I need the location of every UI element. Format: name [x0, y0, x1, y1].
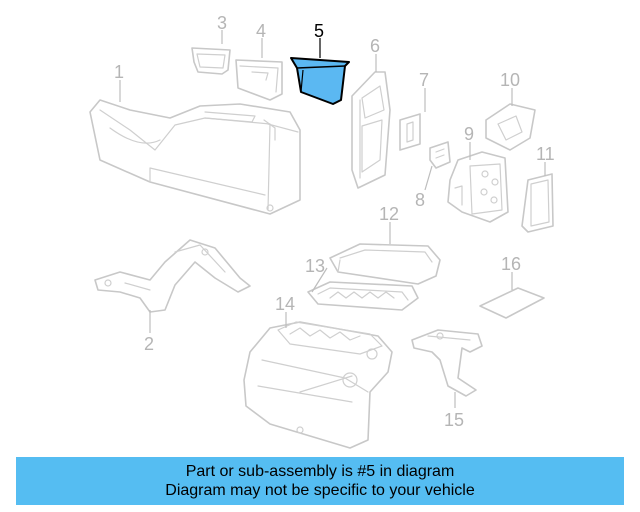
part-10-bezel — [485, 103, 536, 151]
part-3-pocket — [191, 47, 231, 75]
callout-12: 12 — [379, 204, 399, 224]
part-16-mat — [479, 287, 545, 319]
part-11-cover — [521, 173, 554, 233]
banner-line-1: Part or sub-assembly is #5 in diagram — [185, 463, 455, 480]
part-4-bin — [235, 59, 283, 101]
part-12-armrest-lid — [329, 243, 441, 285]
callout-13: 13 — [305, 256, 325, 276]
leader-lines — [119, 30, 546, 408]
parts-diagram-svg: 1 2 3 4 5 6 7 8 9 10 11 12 13 14 15 16 — [89, 13, 555, 449]
callout-15: 15 — [444, 410, 464, 430]
callout-5: 5 — [314, 21, 324, 41]
part-8-switch — [429, 141, 451, 169]
callout-11: 11 — [536, 144, 555, 164]
part-7-plate — [399, 113, 421, 151]
part-2-bracket — [94, 239, 251, 313]
part-14-assembly — [243, 321, 393, 449]
callout-8: 8 — [415, 190, 425, 210]
part-13-pad — [307, 281, 419, 311]
parts-diagram: 1 2 3 4 5 6 7 8 9 10 11 12 13 14 15 16 — [89, 13, 555, 449]
info-banner: Part or sub-assembly is #5 in diagram Di… — [16, 457, 624, 505]
callout-6: 6 — [370, 36, 380, 56]
callout-14: 14 — [275, 294, 295, 314]
callout-4: 4 — [256, 21, 266, 41]
callout-3: 3 — [217, 13, 227, 33]
callout-9: 9 — [464, 124, 474, 144]
callout-1: 1 — [114, 62, 124, 82]
callout-7: 7 — [419, 70, 429, 90]
callout-16: 16 — [501, 254, 521, 274]
part-9-module — [447, 151, 509, 223]
part-6-side-panel — [351, 71, 391, 189]
part-1-console — [89, 99, 301, 215]
part-5-storage-bin — [290, 57, 350, 105]
callout-10: 10 — [500, 70, 520, 90]
callout-2: 2 — [144, 334, 154, 354]
part-15-support — [411, 329, 483, 397]
banner-line-2: Diagram may not be specific to your vehi… — [165, 482, 475, 499]
